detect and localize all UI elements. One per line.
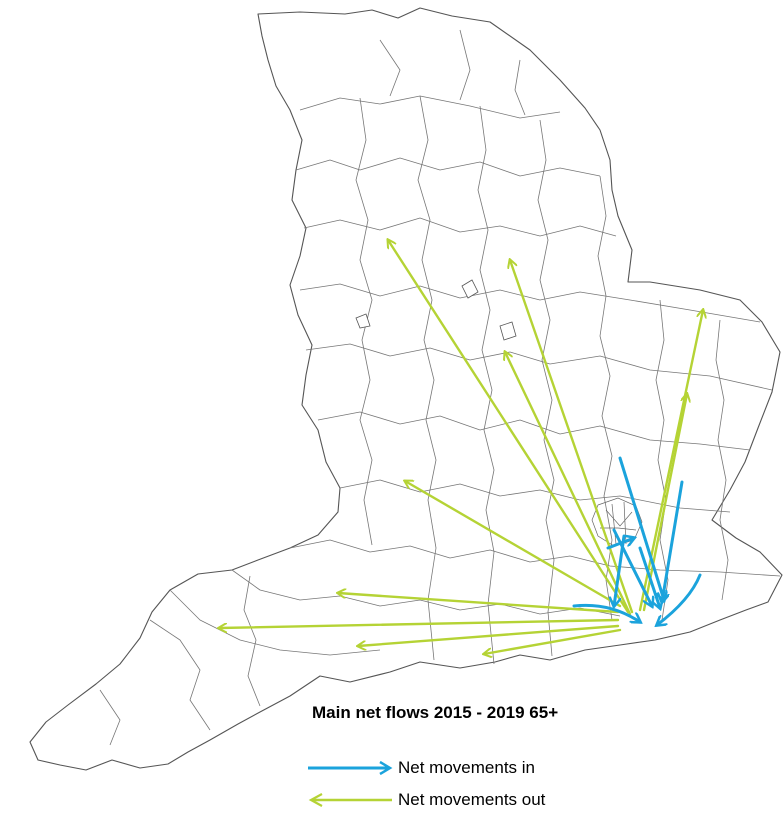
flow-out-arrow: [358, 624, 620, 646]
legend-arrow-in-icon: [308, 760, 393, 776]
flow-in-arrow: [614, 534, 626, 606]
flow-in-arrow: [572, 603, 640, 622]
flow-out-arrow: [510, 260, 634, 614]
flow-in-arrow: [606, 538, 634, 550]
flows-in: [572, 456, 702, 625]
legend-label-in: Net movements in: [398, 758, 535, 777]
flow-out-arrow: [505, 352, 632, 616]
legend-arrow-out-icon: [308, 793, 392, 807]
flow-in-arrow: [662, 480, 684, 602]
legend-item-out: Net movements out: [306, 788, 545, 812]
flow-out-arrow: [338, 593, 620, 614]
flow-out-arrow: [484, 628, 622, 654]
flow-out-arrow: [388, 240, 630, 614]
flow-out-arrow: [219, 618, 620, 628]
legend-item-in: Net movements in: [306, 756, 535, 780]
legend-label-out: Net movements out: [398, 790, 546, 809]
county-boundaries: [99, 29, 781, 746]
flow-in-arrow: [638, 546, 660, 608]
coastal-features: [355, 279, 517, 341]
england-outline: [29, 7, 783, 771]
flow-in-arrow: [618, 456, 664, 600]
flow-in-arrow: [657, 573, 702, 625]
flow-out-arrow: [642, 394, 687, 612]
flow-out-arrow: [405, 481, 622, 608]
map-title: Main net flows 2015 - 2019 65+: [312, 703, 559, 722]
